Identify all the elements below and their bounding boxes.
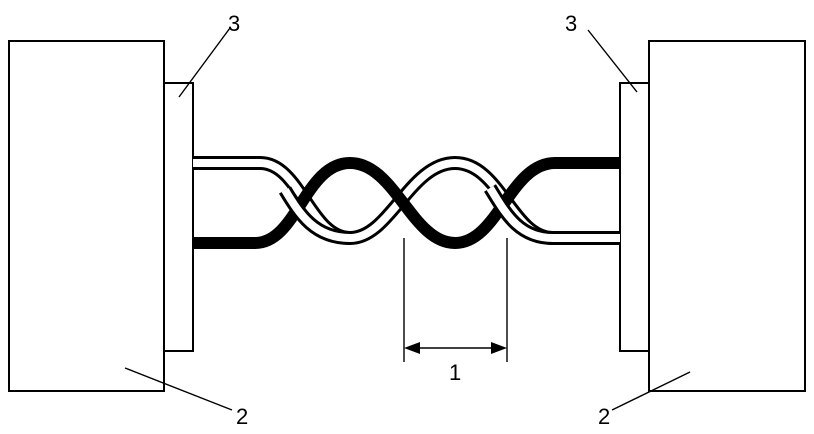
left-connector-plate: [163, 82, 194, 352]
label-equipment-right: 2: [598, 404, 610, 429]
right-equipment-box: [648, 40, 806, 392]
label-twist-pitch: 1: [449, 360, 461, 385]
right-connector-plate: [619, 82, 650, 352]
white-conductor-overpass: [278, 184, 554, 245]
leader-line-connector-left: [178, 27, 231, 98]
leader-line-equipment-right: [611, 371, 691, 411]
label-equipment-left: 2: [236, 404, 248, 429]
label-connector-right: 3: [565, 11, 577, 36]
twist-pitch-dimension: [403, 238, 508, 362]
left-equipment-box: [8, 40, 165, 392]
label-connector-left: 3: [228, 11, 240, 36]
leader-line-equipment-left: [124, 367, 233, 411]
leader-line-connector-right: [587, 29, 638, 93]
